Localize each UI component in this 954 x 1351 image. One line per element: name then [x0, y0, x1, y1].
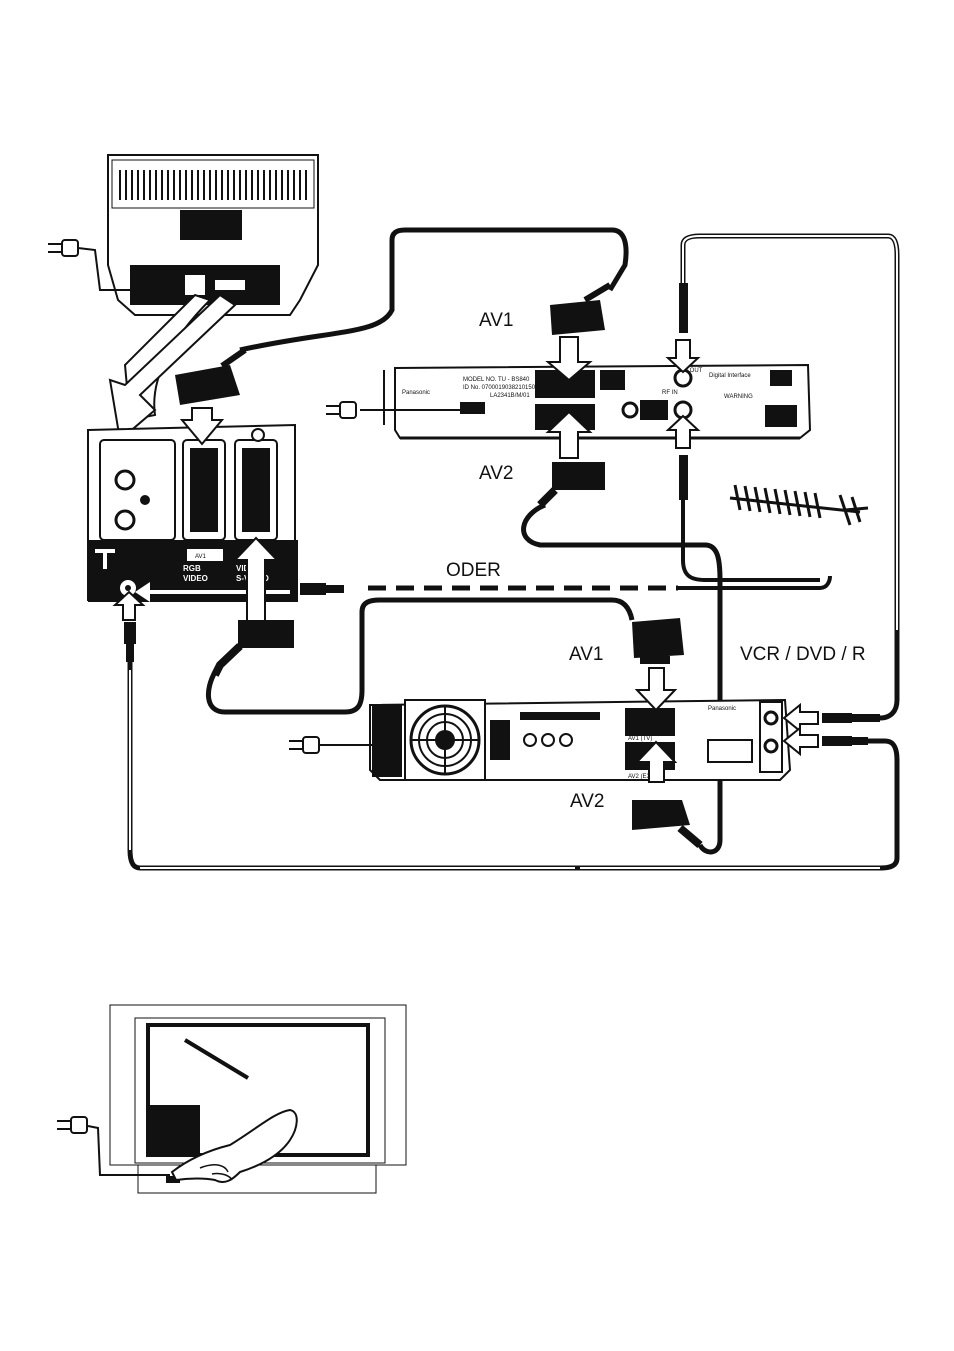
digital-receiver-back: Panasonic MODEL NO. TU - BS840 ID No. 07…: [384, 365, 810, 438]
cable-antenna-to-receiver: [683, 470, 820, 580]
scart-plug-receiver-av2: [540, 462, 605, 505]
rf-plug-tv: [300, 583, 344, 595]
power-plug-icon: [326, 402, 356, 418]
recorder-brand: Panasonic: [708, 706, 736, 712]
tv-back-view: [48, 155, 318, 315]
receiver-warning: WARNING: [724, 394, 753, 400]
receiver-brand: Panasonic: [402, 390, 430, 396]
rf-plug-receiver-bottom: [679, 455, 688, 500]
tv-panel-av1-label: AV1: [195, 554, 207, 560]
recorder-av1-small: AV1 (TV): [628, 736, 652, 742]
oder-label: ODER: [446, 560, 501, 581]
scart-plug-recorder-av2: [632, 800, 700, 845]
receiver-av2-label: AV2: [479, 463, 514, 484]
scart-plug-receiver-av1: [550, 285, 610, 335]
receiver-rf-in: RF IN: [662, 390, 678, 396]
scart-plug-tv-av1: [175, 350, 245, 405]
receiver-model: MODEL NO. TU - BS840: [463, 377, 530, 383]
receiver-digital: Digital Interface: [709, 373, 751, 379]
recorder-av1-label: AV1: [569, 644, 604, 665]
recorder-type-label: VCR / DVD / R: [740, 644, 866, 665]
tv-panel-video-label: VIDEO: [183, 574, 208, 583]
scart-plug-recorder-av1: [632, 618, 684, 664]
antenna-icon: [730, 485, 868, 525]
receiver-id: ID No. 07000190382101504: [463, 385, 539, 391]
tv-panel-rgb-label: RGB: [183, 564, 201, 573]
rf-plug-tv-bottom: [124, 622, 136, 662]
receiver-av1-label: AV1: [479, 310, 514, 331]
rf-plug-recorder-out: [822, 736, 868, 746]
cable-receiver-av2-to-recorder-av2: [524, 505, 720, 852]
power-plug-icon: [289, 737, 319, 753]
rf-plug-receiver-top: [679, 283, 688, 333]
recorder-back: AV1 (TV) AV2 (EXT) Panasonic: [370, 700, 790, 780]
receiver-serial: LA2341B/M/01: [490, 393, 530, 399]
power-plug-icon: [48, 240, 78, 256]
rf-plug-recorder-in: [822, 713, 880, 723]
recorder-av2-label: AV2: [570, 791, 605, 812]
power-plug-icon: [57, 1117, 87, 1133]
scart-plug-tv-av2: [215, 620, 294, 675]
tv-connector-panel: AV1 RGB VIDEO VIDEO S-VIDEO: [88, 425, 298, 602]
fan-grille-icon: [405, 700, 485, 780]
